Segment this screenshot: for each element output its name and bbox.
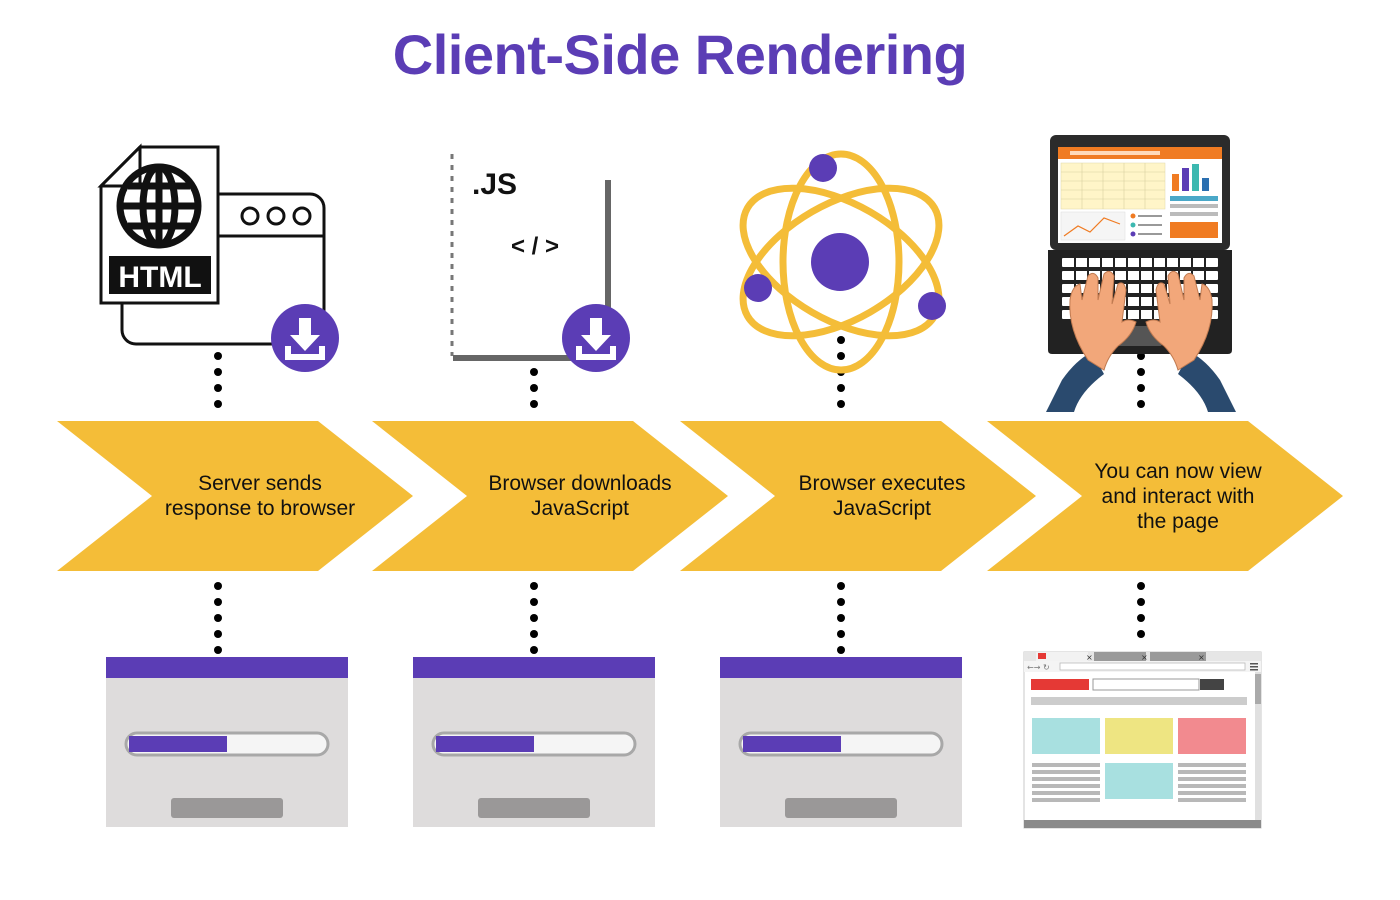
process-arrows [57, 421, 1343, 571]
html-document-download-icon: HTML [97, 143, 339, 372]
connectors [214, 336, 1145, 654]
rendered-webpage-icon: × × × ←→ ↻ [1023, 651, 1262, 829]
loading-button [171, 798, 283, 818]
progress-fill [129, 736, 227, 752]
file-extension: .JS [472, 168, 517, 201]
svg-text:×: × [1141, 653, 1148, 662]
page-title: Client-Side Rendering [392, 23, 968, 86]
svg-text:×: × [1198, 653, 1205, 662]
loading-window-step-2 [413, 657, 655, 827]
connector-step-2-bottom [530, 582, 538, 654]
progress-fill [743, 736, 841, 752]
code-tag: < / > [511, 233, 559, 260]
connector-step-2-top [530, 368, 538, 408]
arrow-step-1 [57, 421, 413, 571]
connector-step-1-top [214, 352, 222, 408]
html-badge: HTML [118, 261, 201, 294]
loading-window-step-3 [720, 657, 962, 827]
arrow-step-3 [680, 421, 1036, 571]
connector-step-4-bottom [1137, 582, 1145, 638]
hands [1046, 270, 1236, 412]
arrow-step-4 [987, 421, 1343, 571]
connector-step-3-bottom [837, 582, 845, 654]
progress-fill [436, 736, 534, 752]
loading-button [478, 798, 590, 818]
svg-text:×: × [1086, 653, 1093, 662]
loading-button [785, 798, 897, 818]
js-file-download-icon: .JS < / > [450, 154, 630, 372]
download-icon [562, 304, 630, 372]
globe-icon [116, 163, 202, 249]
laptop-typing-icon [1046, 135, 1236, 412]
connector-step-1-bottom [214, 582, 222, 654]
connector-step-4-top [1137, 352, 1145, 408]
svg-text:←→ ↻: ←→ ↻ [1027, 663, 1050, 672]
loading-window-step-1 [106, 657, 348, 827]
download-icon [271, 304, 339, 372]
atom-icon [739, 150, 946, 374]
arrow-step-2 [372, 421, 728, 571]
